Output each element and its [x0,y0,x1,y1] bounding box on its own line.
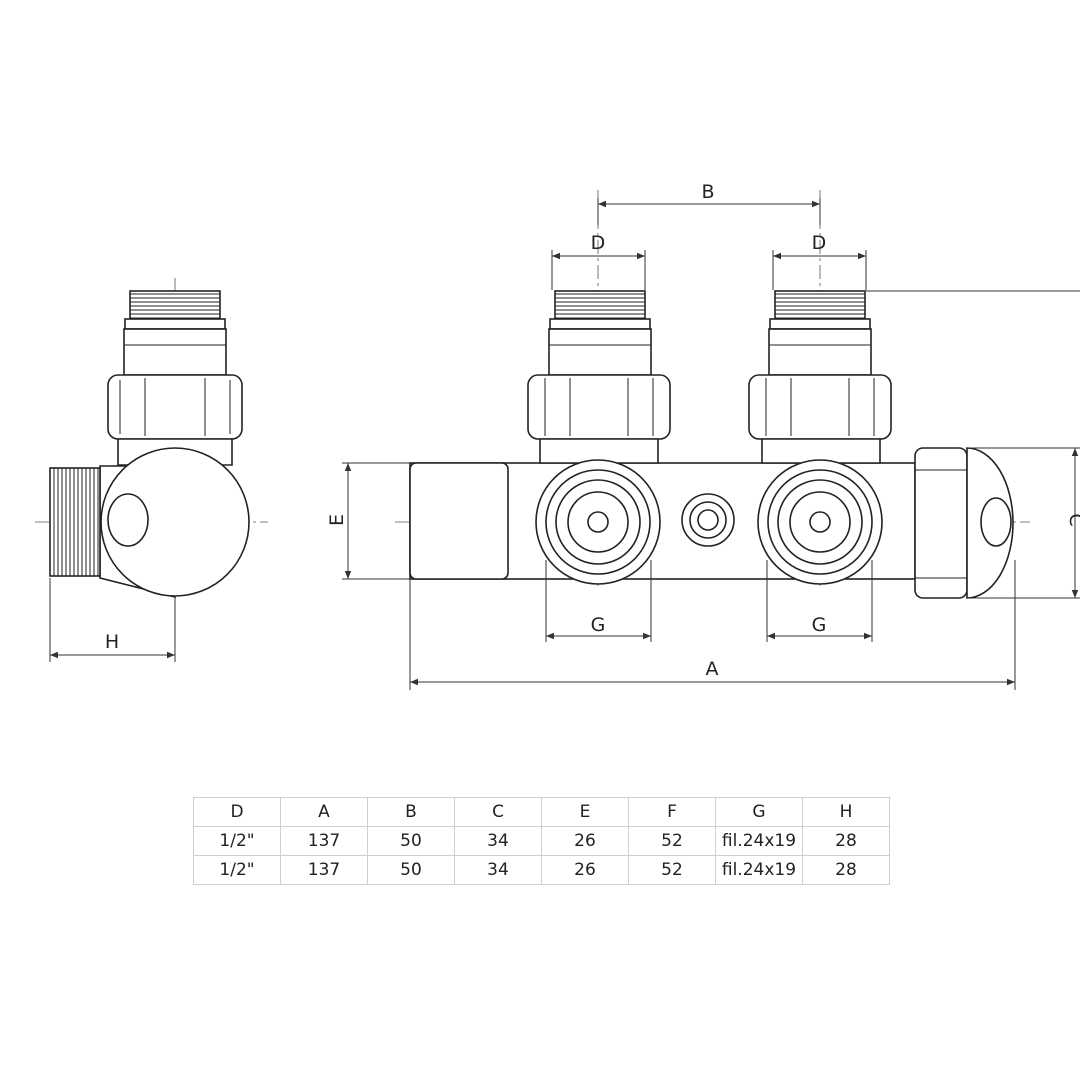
table-row: 1/2" 137 50 34 26 52 fil.24x19 28 [193,855,890,885]
table-cell: 1/2" [193,855,281,885]
dim-label-d-left: D [591,232,606,254]
dim-label-c: C [1065,513,1080,526]
table-header-cell: G [715,797,803,827]
table-cell: 28 [802,826,890,856]
table-cell: 34 [454,826,542,856]
dimensions: B D D E C G G A H [49,181,1080,690]
side-view [35,278,268,660]
dimensions-table: D A B C E F G H 1/2" 137 50 34 26 52 fil… [193,797,890,885]
dim-label-e: E [326,514,348,526]
table-cell: fil.24x19 [715,826,803,856]
table-header-cell: C [454,797,542,827]
table-cell: 1/2" [193,826,281,856]
table-cell: fil.24x19 [715,855,803,885]
table-header-cell: F [628,797,716,827]
table-header-cell: A [280,797,368,827]
dim-label-b: B [701,181,714,203]
table-header-cell: E [541,797,629,827]
table-cell: 50 [367,826,455,856]
table-header-cell: D [193,797,281,827]
dim-label-h: H [105,631,119,653]
table-cell: 52 [628,826,716,856]
dim-label-d-right: D [812,232,827,254]
table-cell: 26 [541,826,629,856]
table-cell: 137 [280,855,368,885]
table-cell: 26 [541,855,629,885]
table-header-cell: B [367,797,455,827]
dim-label-g-right: G [812,614,827,636]
table-row: 1/2" 137 50 34 26 52 fil.24x19 28 [193,826,890,856]
table-header-cell: H [802,797,890,827]
table-header-row: D A B C E F G H [193,797,890,827]
dim-label-a: A [706,658,719,680]
front-view [395,190,1030,599]
dim-label-g-left: G [591,614,606,636]
table-cell: 34 [454,855,542,885]
table-cell: 52 [628,855,716,885]
table-cell: 137 [280,826,368,856]
table-cell: 50 [367,855,455,885]
table-cell: 28 [802,855,890,885]
